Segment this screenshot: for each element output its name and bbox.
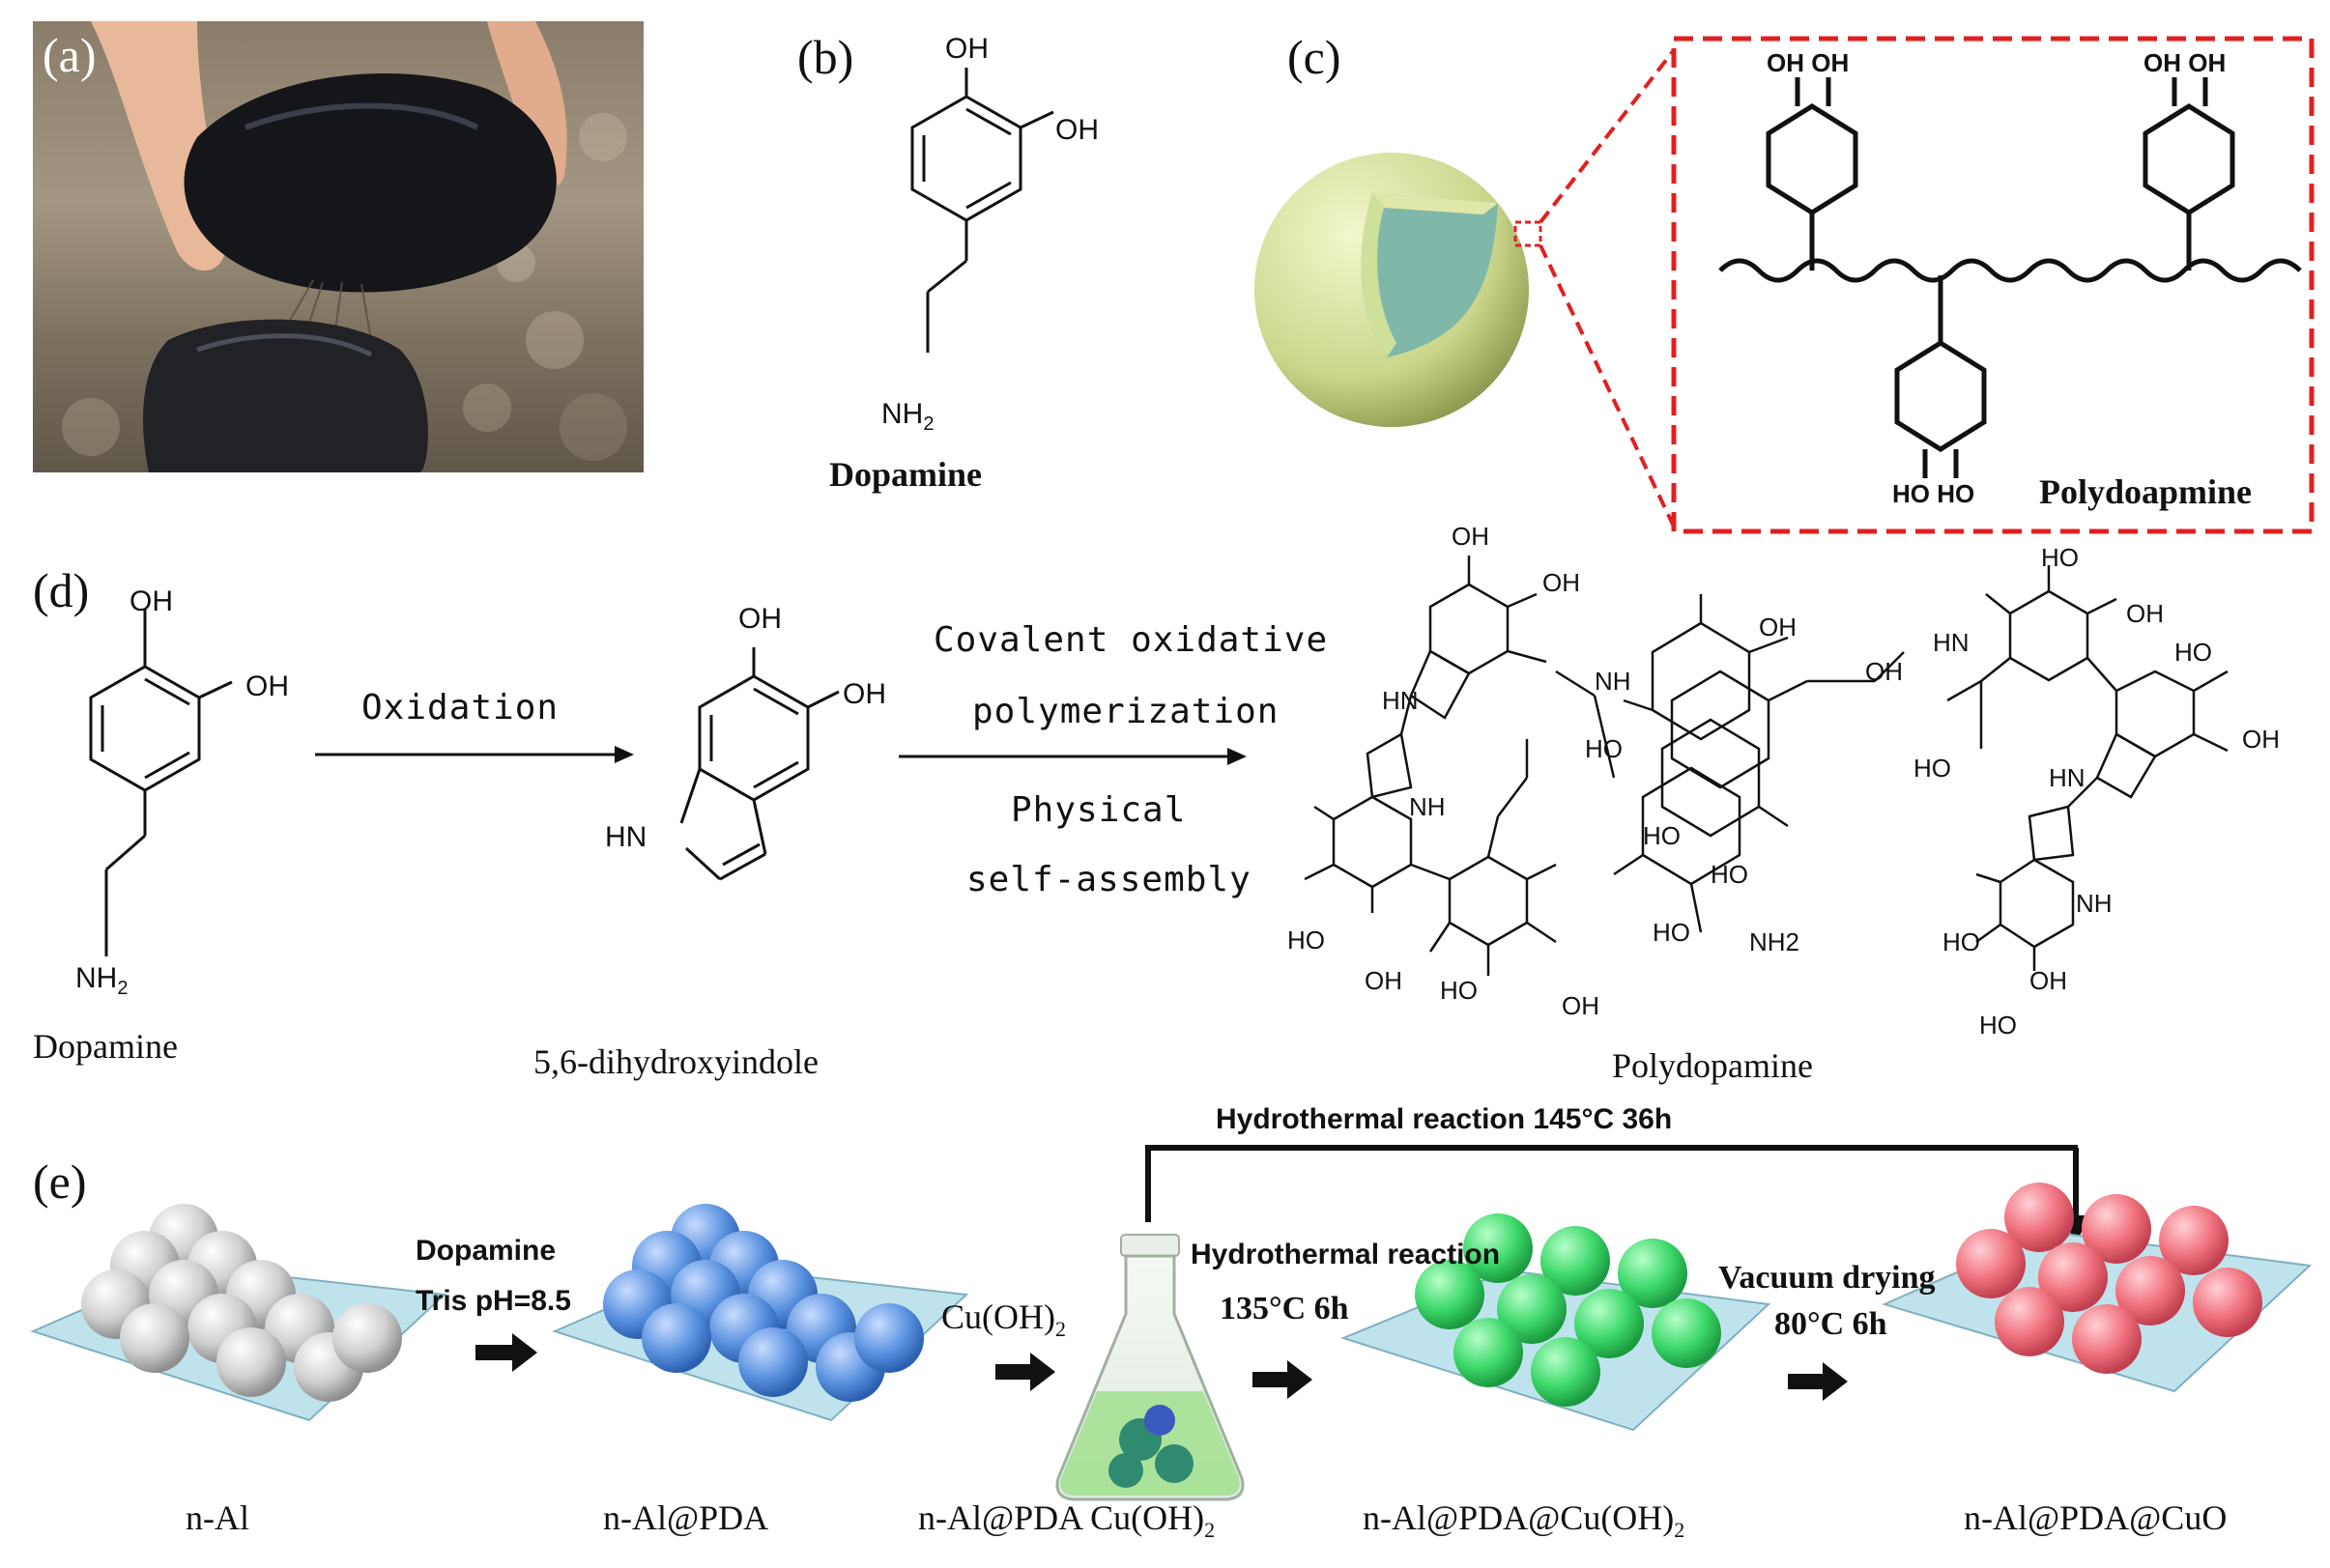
pda-label-oh5: OH	[1562, 991, 1599, 1020]
e-step4-l1: Vacuum drying	[1718, 1260, 1936, 1296]
e-name-3: n-Al@PDA Cu(OH)2	[918, 1498, 1216, 1543]
synthesis-scene	[30, 1183, 2313, 1501]
arrow-oxidation	[315, 746, 634, 763]
pda-label-ho4: HO	[1643, 821, 1681, 850]
d-dop-name: Dopamine	[33, 1027, 178, 1066]
d-ind-oh-right: OH	[843, 678, 886, 710]
pda-label-ho7: HO	[1913, 754, 1951, 783]
pda-label-oh7: OH	[2126, 599, 2164, 628]
e-name-2: n-Al@PDA	[603, 1498, 769, 1537]
pda-label-nh3: NH	[1595, 667, 1631, 696]
pda-label-ho3: HO	[1585, 734, 1623, 763]
d-ind-oh-top: OH	[738, 603, 782, 635]
pda-label-hn2: HN	[2049, 763, 2085, 792]
e-name-4: n-Al@PDA@Cu(OH)2	[1363, 1498, 1685, 1543]
b-nh2: NH2	[881, 398, 935, 435]
d-dop-oh-right: OH	[245, 670, 289, 702]
pda-label-oh6: OH	[1865, 657, 1903, 686]
pda-label-nh2b: NH2	[1749, 927, 1800, 956]
dopamine-structure-d	[89, 609, 233, 956]
e-step1-l2: Tris pH=8.5	[416, 1285, 571, 1317]
c-oh-top-right: OH OH	[2143, 48, 2227, 77]
pda-label-ho9: HO	[1942, 927, 1980, 956]
panel-a-label: (a)	[43, 28, 97, 82]
pda-label-oh4: OH	[1365, 966, 1402, 995]
e-step4-l2: 80°C 6h	[1774, 1306, 1887, 1342]
pda-label-hn3: HN	[1933, 628, 1970, 657]
pda-label-ho5: HO	[1711, 860, 1748, 889]
pda-label-hn1: HN	[1382, 686, 1419, 715]
e-step3-l1: Hydrothermal reaction	[1191, 1239, 1501, 1270]
panel-c-label: (c)	[1287, 30, 1341, 84]
b-oh-top: OH	[945, 33, 989, 65]
d-dop-nh2: NH2	[75, 962, 129, 999]
pda-label-ho8: HO	[2174, 638, 2212, 667]
zoom-box	[1671, 36, 2315, 534]
pda-label-nh1: NH	[1409, 792, 1446, 821]
e-name-1: n-Al	[186, 1498, 249, 1537]
d-dop-oh-top: OH	[129, 585, 173, 617]
pda-label-ho6: HO	[2041, 543, 2079, 572]
panel-b-label: (b)	[797, 30, 854, 84]
pda-label-oh3: OH	[1759, 613, 1797, 641]
arrow2-bottom1: Physical	[1011, 790, 1187, 830]
d-ind-hn: HN	[605, 821, 647, 853]
panel-d-label: (d)	[33, 563, 90, 617]
arrow2-bottom2: self-assembly	[966, 860, 1251, 899]
b-name: Dopamine	[829, 455, 983, 494]
mussel-photo: (a)	[33, 21, 644, 472]
pda-label-nh2: NH	[2076, 889, 2113, 918]
arrow2-top2: polymerization	[972, 692, 1280, 731]
flask	[1055, 1234, 1245, 1501]
panel-e-label: (e)	[33, 1155, 87, 1209]
polydopamine-network	[1304, 556, 2229, 976]
e-top-label: Hydrothermal reaction 145°C 36h	[1216, 1103, 1673, 1135]
e-step1-l1: Dopamine	[416, 1235, 557, 1267]
e-step2: Cu(OH)2	[941, 1297, 1066, 1342]
pda-label-oh9: OH	[2029, 966, 2067, 995]
pda-label-oh2: OH	[1542, 568, 1580, 597]
arrow-polymerization	[899, 748, 1247, 765]
arrow2-top1: Covalent oxidative	[934, 620, 1329, 660]
pda-label-ho11: HO	[1653, 918, 1690, 947]
e-step3-l2: 135°C 6h	[1220, 1291, 1349, 1326]
c-oh-top-left: OH OH	[1767, 48, 1850, 77]
pda-label-ho10: HO	[1979, 1011, 2017, 1040]
panel-c-graphic	[1254, 36, 2315, 534]
d-ind-name: 5,6-dihydroxyindole	[533, 1042, 819, 1081]
c-ho-bottom: HO HO	[1892, 479, 1975, 508]
pda-label-ho2: HO	[1440, 976, 1478, 1005]
indole-structure	[679, 647, 840, 881]
pda-label-ho1: HO	[1287, 926, 1325, 955]
pda-label-oh1: OH	[1452, 522, 1489, 551]
e-name-5: n-Al@PDA@CuO	[1964, 1498, 2228, 1537]
arrow-oxidation-label: Oxidation	[361, 688, 560, 727]
pda-name: Polydopamine	[1612, 1046, 1813, 1085]
pda-label-oh8: OH	[2242, 725, 2280, 754]
b-oh-right: OH	[1055, 114, 1099, 146]
dopamine-structure-b	[910, 68, 1054, 353]
c-name: Polydoapmine	[2039, 472, 2253, 511]
